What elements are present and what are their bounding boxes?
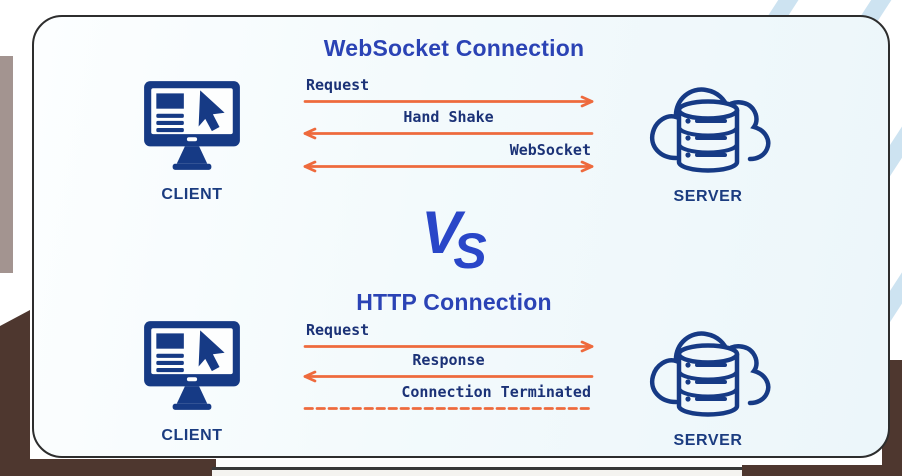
arrow-line-right-icon	[303, 340, 594, 353]
websocket-server-node: SERVER	[640, 76, 776, 206]
server-label: SERVER	[673, 432, 743, 449]
websocket-client-node: CLIENT	[134, 76, 250, 204]
arrow-hand-shake: Hand Shake	[302, 109, 595, 140]
client-label: CLIENT	[161, 427, 223, 444]
server-cloud-database-icon	[649, 87, 771, 173]
client-monitor-cursor-icon	[144, 321, 240, 410]
arrow-line-left-icon	[303, 370, 594, 383]
vs-letter: V	[421, 199, 462, 266]
http-section-title: HTTP Connection	[356, 289, 552, 315]
vs-letter: S	[453, 223, 487, 279]
arrow-label: Hand Shake	[403, 108, 494, 126]
arrow-label: Connection Terminated	[401, 383, 591, 401]
dashed-line-icon	[303, 407, 594, 410]
client-monitor-cursor-icon	[144, 81, 240, 170]
arrow-request: Request	[302, 77, 595, 108]
left-edge-decoration	[0, 56, 13, 273]
diagram-card: WebSocket Connection CLIENT	[32, 15, 890, 458]
bottom-left-decoration	[0, 310, 30, 476]
server-label: SERVER	[673, 188, 743, 205]
arrow-label: WebSocket	[509, 141, 591, 159]
server-cloud-database-icon	[649, 331, 771, 417]
http-server-node: SERVER	[640, 320, 776, 450]
arrow-line-right-icon	[303, 95, 594, 108]
arrow-line-both-icon	[303, 160, 594, 173]
client-label: CLIENT	[161, 186, 223, 203]
arrow-request: Request	[302, 322, 595, 353]
bottom-bar-right-decoration	[742, 465, 902, 476]
arrow-label: Request	[306, 321, 370, 339]
arrow-label: Response	[412, 351, 485, 369]
vs-divider: VS	[34, 199, 874, 280]
arrow-websocket: WebSocket	[302, 142, 595, 173]
http-client-node: CLIENT	[134, 316, 250, 445]
bottom-bar-left-decoration	[0, 459, 216, 476]
desk-edge-decoration	[212, 467, 746, 476]
arrow-connection-terminated: Connection Terminated	[302, 384, 595, 415]
arrow-label: Request	[306, 76, 370, 94]
arrow-line-left-icon	[303, 127, 594, 140]
websocket-section-title: WebSocket Connection	[323, 35, 585, 61]
arrow-response: Response	[302, 352, 595, 383]
